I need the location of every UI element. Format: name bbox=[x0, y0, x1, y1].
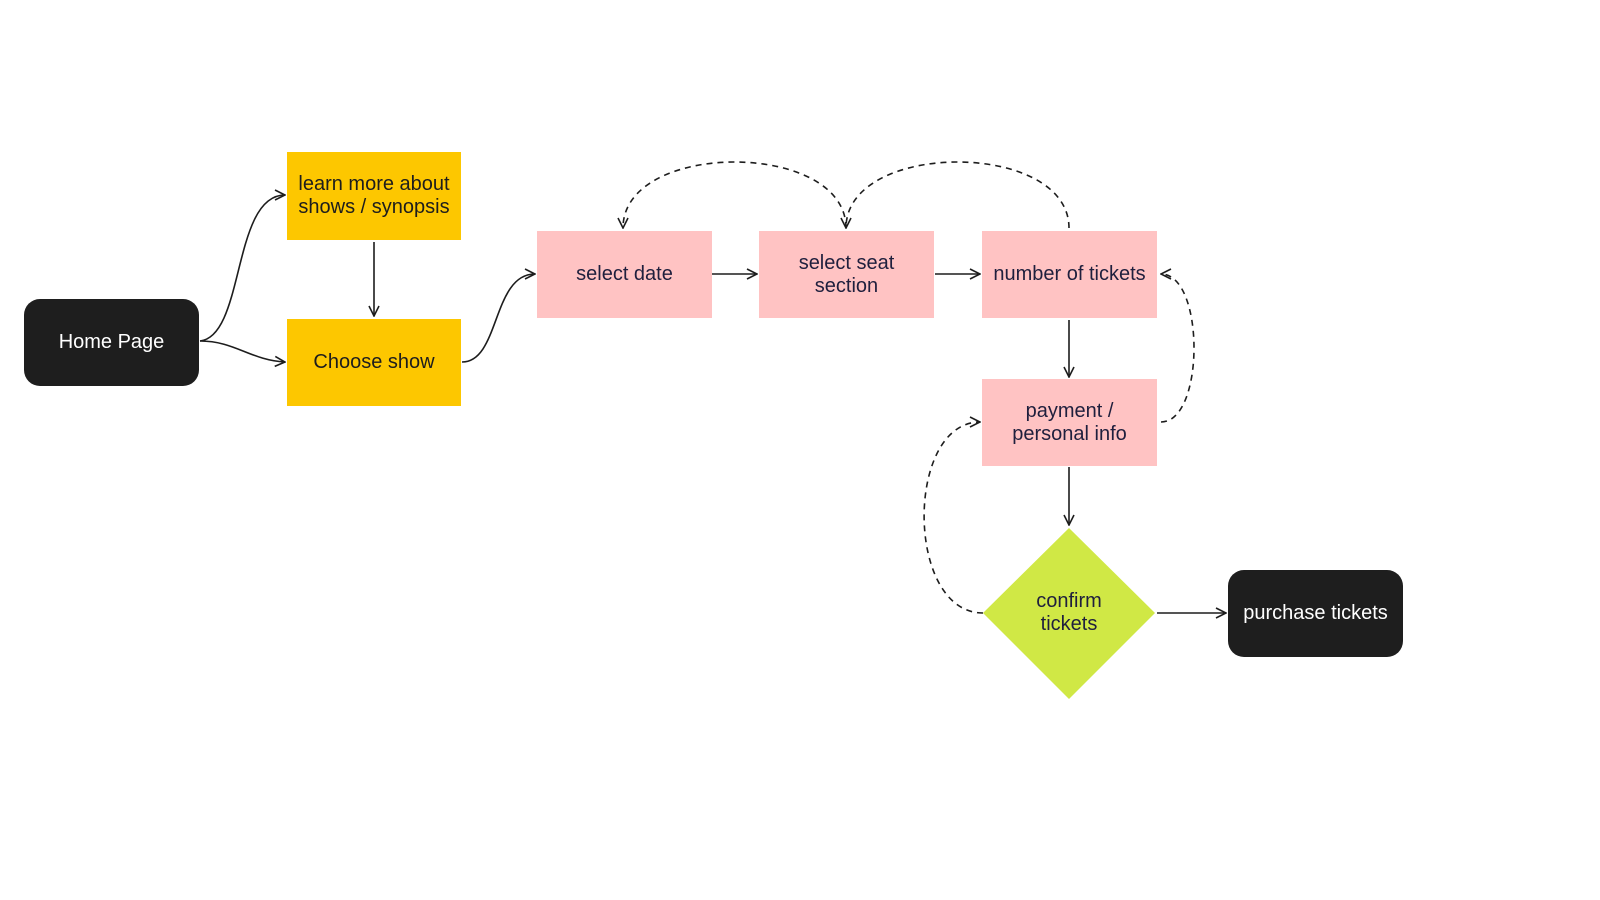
learn-more-label: learn more about shows / synopsis bbox=[298, 173, 450, 218]
edge-payment-back-to-number-tickets bbox=[1161, 274, 1195, 423]
edge-number-tickets-back-to-select-seat bbox=[846, 161, 1070, 228]
confirm-tickets-label: confirm tickets bbox=[1036, 590, 1102, 635]
home-page-label: Home Page bbox=[58, 331, 165, 353]
choose-show-label: Choose show bbox=[313, 351, 435, 373]
edge-select-seat-back-to-select-date bbox=[623, 161, 847, 228]
select-date-label: select date bbox=[576, 263, 673, 285]
edge-home-to-choose-show bbox=[199, 340, 285, 362]
payment-label: payment / personal info bbox=[1012, 399, 1127, 445]
decision-diamond[interactable] bbox=[983, 528, 1155, 699]
choose-show-node[interactable]: Choose show bbox=[287, 319, 461, 406]
purchase-tickets-label: purchase tickets bbox=[1243, 602, 1388, 624]
edge-choose-show-to-select-date bbox=[461, 274, 535, 363]
select-date-node[interactable]: select date bbox=[537, 231, 712, 318]
payment-node[interactable]: payment / personal info bbox=[982, 379, 1157, 466]
home-page-node[interactable]: Home Page bbox=[24, 299, 199, 386]
edge-home-to-learn-more bbox=[199, 195, 285, 342]
select-seat-label: select seat section bbox=[798, 251, 895, 297]
select-seat-node[interactable]: select seat section bbox=[759, 231, 934, 318]
number-of-tickets-label: number of tickets bbox=[993, 263, 1146, 285]
number-of-tickets-node[interactable]: number of tickets bbox=[982, 231, 1157, 318]
learn-more-node[interactable]: learn more about shows / synopsis bbox=[287, 152, 461, 240]
purchase-tickets-node[interactable]: purchase tickets bbox=[1228, 570, 1403, 657]
edge-confirm-back-to-payment bbox=[923, 422, 984, 614]
